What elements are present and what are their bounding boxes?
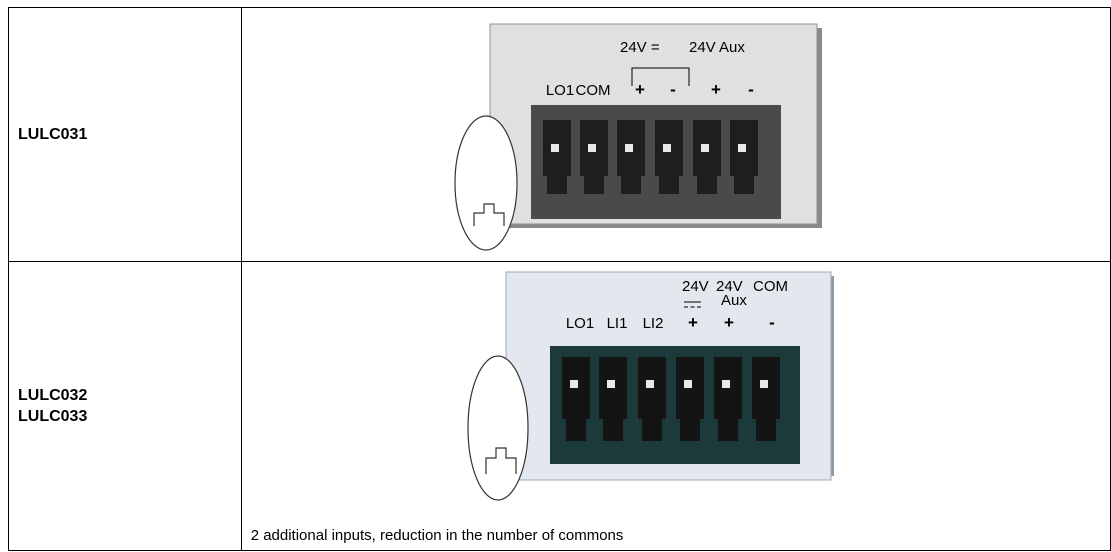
model-name: LULC033	[18, 408, 88, 425]
supply-bracket	[631, 67, 690, 86]
panel-edge	[830, 276, 834, 476]
model-name: LULC032	[18, 387, 88, 404]
table-row: LULC031 24V = 24V Aux LO1 COM + - +	[8, 7, 1111, 262]
terminal-pin	[713, 357, 742, 441]
terminal-label: LO1	[566, 315, 594, 332]
terminal-label: -	[748, 80, 754, 99]
terminal-pin	[751, 357, 780, 441]
group-label-com: COM	[753, 278, 788, 295]
group-label-aux-top: 24V	[716, 278, 743, 295]
terminal-pin	[561, 357, 590, 441]
terminals	[561, 357, 780, 441]
terminal-pin	[654, 120, 683, 194]
terminal-pin	[616, 120, 645, 194]
terminal-pin	[729, 120, 758, 194]
terminal-diagram-lulc031: 24V = 24V Aux LO1 COM + - + -	[454, 23, 822, 251]
terminal-label-group: LO1 LI1 LI2 + + -	[566, 313, 775, 332]
terminal-label: LI2	[642, 315, 663, 332]
terminals	[542, 120, 758, 194]
terminal-diagram-lulc032: 24V 24V Aux COM LO1 LI1 LI2 + + -	[467, 271, 834, 501]
model-name: LULC031	[18, 126, 88, 143]
figure-cell: 24V = 24V Aux LO1 COM + - + -	[240, 7, 1111, 262]
terminal-label: +	[724, 313, 734, 332]
model-cell: LULC031	[8, 7, 242, 262]
terminal-pin	[598, 357, 627, 441]
terminal-pin	[579, 120, 608, 194]
removal-tool-icon	[467, 355, 529, 501]
group-label-aux: 24V Aux	[689, 39, 745, 56]
terminal-pin	[692, 120, 721, 194]
group-label-supply: 24V =	[620, 39, 660, 56]
table-row: LULC032 LULC033 24V 24V Aux COM LO1	[8, 261, 1111, 551]
terminal-label-group: LO1 COM + - + -	[546, 80, 754, 99]
terminal-label: +	[635, 80, 645, 99]
terminal-pin	[675, 357, 704, 441]
terminal-label: COM	[575, 82, 610, 99]
group-label-supply: 24V	[682, 278, 709, 295]
terminal-label: LO1	[546, 82, 574, 99]
terminal-pin	[542, 120, 571, 194]
terminal-label: +	[688, 313, 698, 332]
terminal-label: -	[769, 313, 775, 332]
group-label-aux-bottom: Aux	[721, 292, 747, 309]
terminal-label: LI1	[606, 315, 627, 332]
model-cell: LULC032 LULC033	[8, 261, 242, 551]
product-table: LULC031 24V = 24V Aux LO1 COM + - +	[8, 7, 1111, 551]
terminal-label: -	[670, 80, 676, 99]
terminal-label: +	[711, 80, 721, 99]
terminal-pin	[637, 357, 666, 441]
feature-note: 2 additional inputs, reduction in the nu…	[250, 527, 624, 544]
removal-tool-icon	[454, 115, 518, 251]
figure-cell: 24V 24V Aux COM LO1 LI1 LI2 + + -	[240, 261, 1111, 551]
